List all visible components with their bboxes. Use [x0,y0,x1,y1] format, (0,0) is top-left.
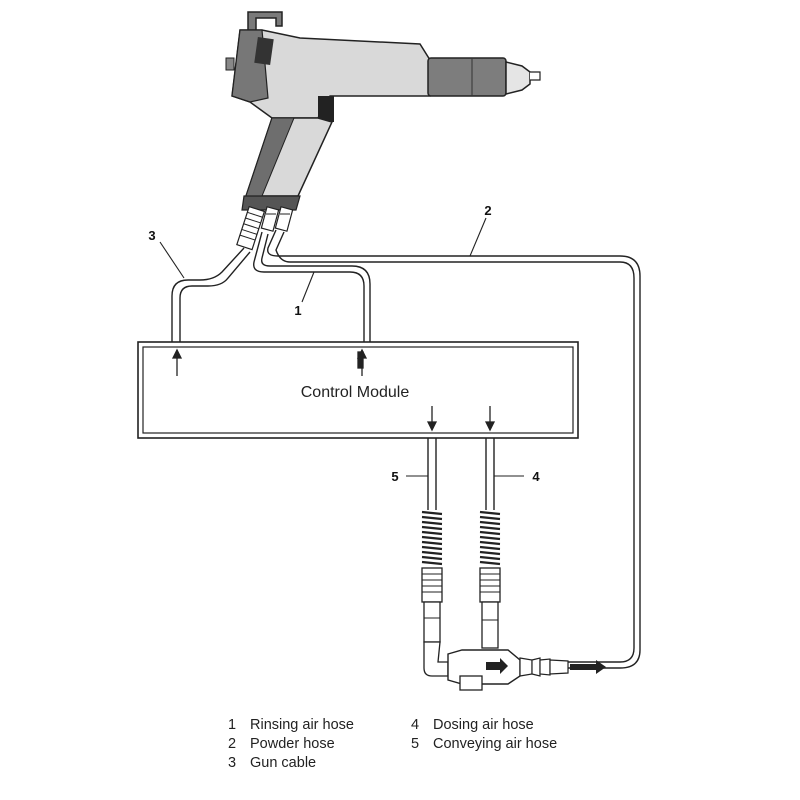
legend-item-2: 2 Powder hose [228,735,354,754]
gun-electrode [530,71,541,81]
legend-label: Rinsing air hose [250,717,354,733]
gun-cable [171,247,251,342]
callout-1: 1 [294,303,301,318]
dosing-air-hose [479,438,501,649]
spray-gun [225,11,541,251]
callout-5: 5 [391,469,398,484]
gun-label-plate [254,37,274,65]
legend-item-3: 3 Gun cable [228,754,354,773]
conveying-air-hose [421,438,449,677]
gun-grip-collar [241,195,301,211]
legend-right: 4 Dosing air hose 5 Conveying air hose [411,716,557,754]
legend-label: Powder hose [250,736,335,752]
gun-knob [225,57,235,71]
legend-num: 2 [228,736,237,752]
rinsing-air-hose [253,231,371,342]
gun-nozzle-tip [505,61,531,95]
control-module: Control Module [137,341,579,439]
legend-label: Dosing air hose [433,717,534,733]
legend-item-5: 5 Conveying air hose [411,735,557,754]
gun-hose-connectors [260,206,294,232]
legend-item-4: 4 Dosing air hose [411,716,557,735]
control-module-label: Control Module [301,384,410,401]
callout-leaders [159,217,524,477]
gun-nozzle-sleeve [427,57,507,97]
injector-arrow-icon [486,658,508,674]
callout-2: 2 [484,203,491,218]
legend-num: 1 [228,717,237,733]
gun-trigger [318,96,334,122]
legend-label: Gun cable [250,755,317,771]
legend-item-1: 1 Rinsing air hose [228,716,354,735]
legend-left: 1 Rinsing air hose 2 Powder hose 3 Gun cabl… [228,716,354,773]
legend-num: 4 [411,717,420,733]
legend-num: 5 [411,736,420,752]
powder-flow-arrow-icon [570,660,606,674]
injector [447,649,606,691]
legend-label: Conveying air hose [433,736,558,752]
module-arrows [171,348,496,432]
callout-4: 4 [532,469,540,484]
powder-hose [267,229,641,669]
legend-num: 3 [228,755,237,771]
gun-cable-connector [236,205,266,251]
callout-3: 3 [148,228,155,243]
